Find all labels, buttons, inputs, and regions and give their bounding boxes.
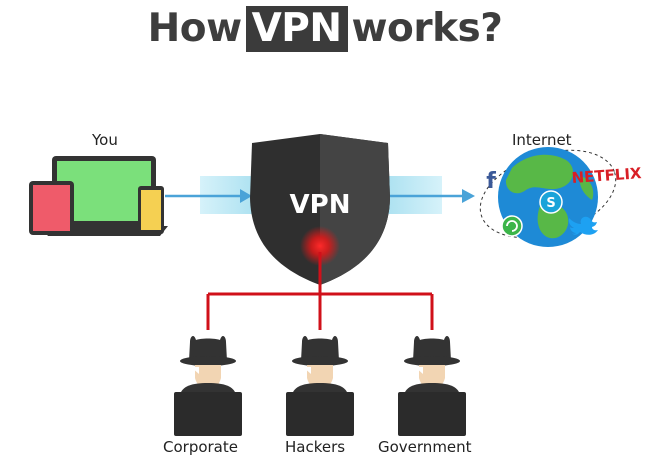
observer-label-corporate: Corporate (163, 438, 238, 456)
title-word-how: How (147, 6, 242, 51)
you-label: You (92, 131, 118, 149)
vpn-shield-label: VPN (290, 190, 351, 220)
hacker-government-figure (398, 335, 466, 436)
interception-lines (206, 252, 434, 330)
twitter-icon (568, 216, 598, 235)
phone-icon (138, 186, 164, 234)
hacker-hackers-figure (286, 335, 354, 436)
tablet-icon (29, 181, 74, 235)
facebook-icon: f (486, 169, 496, 194)
shield-icon (250, 134, 390, 285)
arrow-right (385, 189, 475, 203)
title-highlight-vpn: VPN (245, 6, 348, 52)
internet-label: Internet (512, 131, 572, 149)
netflix-logo: NETFLIX (571, 164, 643, 187)
skype-icon: S (539, 190, 563, 214)
arrow-left (165, 189, 252, 203)
facebook-glyph: f (486, 169, 496, 194)
hacker-corporate-figure (174, 335, 242, 436)
whatsapp-icon (501, 215, 523, 237)
title-word-works: works? (351, 6, 503, 51)
observer-label-government: Government (378, 438, 472, 456)
observer-label-hackers: Hackers (285, 438, 346, 456)
svg-text:S: S (546, 196, 555, 211)
